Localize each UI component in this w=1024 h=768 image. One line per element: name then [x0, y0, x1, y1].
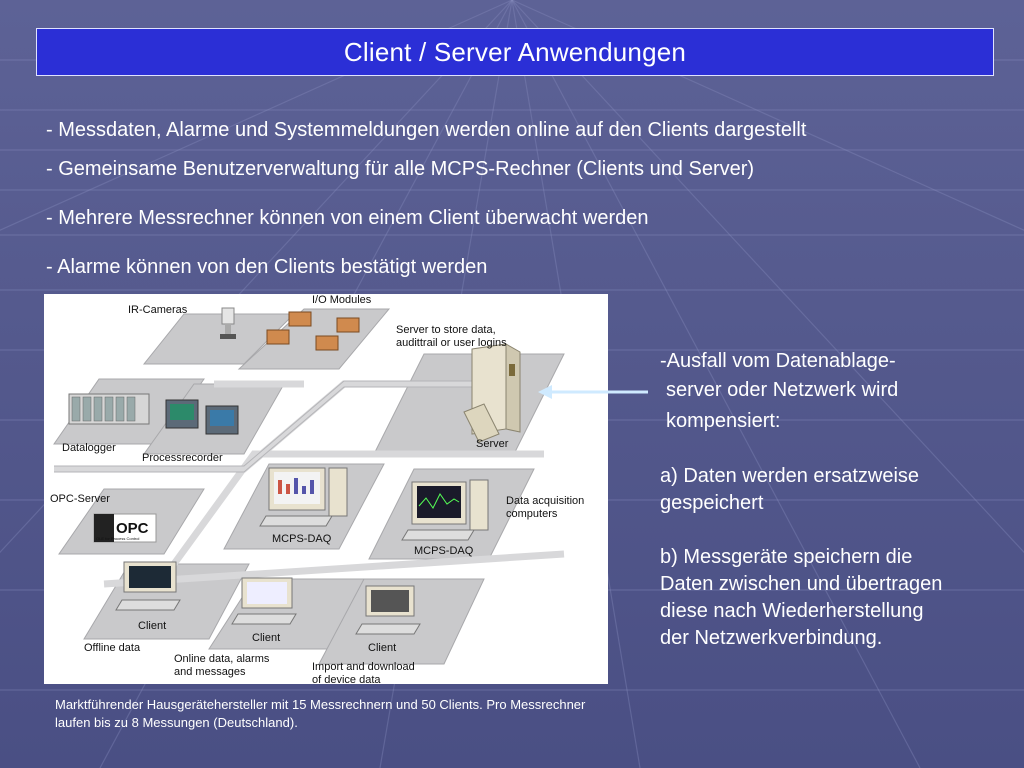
offline-data-label: Offline data	[84, 642, 141, 654]
client-computer-icon-2	[231, 577, 297, 625]
import-download-label-1: Import and download	[312, 661, 415, 673]
caption-line-2: laufen bis zu 8 Messungen (Deutschland).	[55, 715, 298, 730]
side-text-line-2: server oder Netzwerk wird	[666, 379, 899, 401]
opc-logo-sub: OLE for Process Control	[96, 536, 139, 541]
server-desc-label-1: Server to store data,	[396, 324, 496, 336]
ir-camera-icon	[220, 307, 236, 339]
bullet-4: - Alarme können von den Clients bestätig…	[46, 256, 488, 278]
side-text-a1: a) Daten werden ersatzweise	[660, 465, 920, 487]
arrow-to-server-icon	[538, 385, 648, 399]
network-diagram: OPC OLE for Process Control	[44, 294, 608, 684]
client-label-2: Client	[252, 632, 280, 644]
opc-logo-text: OPC	[116, 520, 149, 537]
daq-computers-label-2: computers	[506, 508, 558, 520]
mcps-daq-label-2: MCPS-DAQ	[414, 545, 474, 557]
online-data-label-1: Online data, alarms	[174, 653, 270, 665]
mcps-daq-workstation-icon-1	[259, 467, 348, 527]
io-modules-icon	[266, 311, 360, 351]
processrecorder-label: Processrecorder	[142, 452, 223, 464]
bullet-1: - Messdaten, Alarme und Systemmeldungen …	[46, 119, 807, 141]
side-text-b2: Daten zwischen und übertragen	[660, 573, 943, 595]
side-text-line-3: kompensiert:	[666, 410, 781, 432]
server-desc-label-2: audittrail or user logins	[396, 337, 507, 349]
io-modules-label: I/O Modules	[312, 294, 372, 306]
datalogger-label: Datalogger	[62, 442, 116, 454]
opc-logo: OPC OLE for Process Control	[93, 513, 157, 543]
opc-server-label: OPC-Server	[50, 493, 110, 505]
online-data-label-2: and messages	[174, 666, 246, 678]
import-download-label-2: of device data	[312, 674, 381, 684]
server-icon	[463, 343, 521, 443]
caption: Marktführender Hausgerätehersteller mit …	[55, 696, 585, 732]
slide-title: Client / Server Anwendungen	[343, 36, 687, 67]
side-text-a2: gespeichert	[660, 492, 764, 514]
title-bar: Client / Server Anwendungen	[36, 28, 994, 76]
mcps-daq-workstation-icon-2	[401, 479, 489, 541]
bullet-2: - Gemeinsame Benutzerverwaltung für alle…	[46, 158, 755, 180]
daq-computers-label-1: Data acquisition	[506, 495, 584, 507]
side-text-b1: b) Messgeräte speichern die	[660, 546, 913, 568]
mcps-daq-label-1: MCPS-DAQ	[272, 533, 332, 545]
side-text-b3: diese nach Wiederherstellung	[660, 600, 924, 622]
server-label: Server	[476, 438, 509, 450]
processrecorder-icon	[165, 399, 239, 435]
client-computer-icon-3	[355, 585, 421, 635]
client-label-3: Client	[368, 642, 396, 654]
client-label-1: Client	[138, 620, 166, 632]
side-text-line-1: -Ausfall vom Datenablage-	[660, 350, 896, 372]
platform-client-3	[318, 578, 485, 665]
platform-server	[373, 353, 565, 455]
datalogger-icon	[68, 393, 150, 425]
bullet-3: - Mehrere Messrechner können von einem C…	[46, 207, 649, 229]
caption-line-1: Marktführender Hausgerätehersteller mit …	[55, 697, 586, 712]
ir-cameras-label: IR-Cameras	[128, 304, 188, 316]
client-computer-icon-1	[115, 561, 181, 611]
side-text-b4: der Netzwerkverbindung.	[660, 627, 883, 649]
